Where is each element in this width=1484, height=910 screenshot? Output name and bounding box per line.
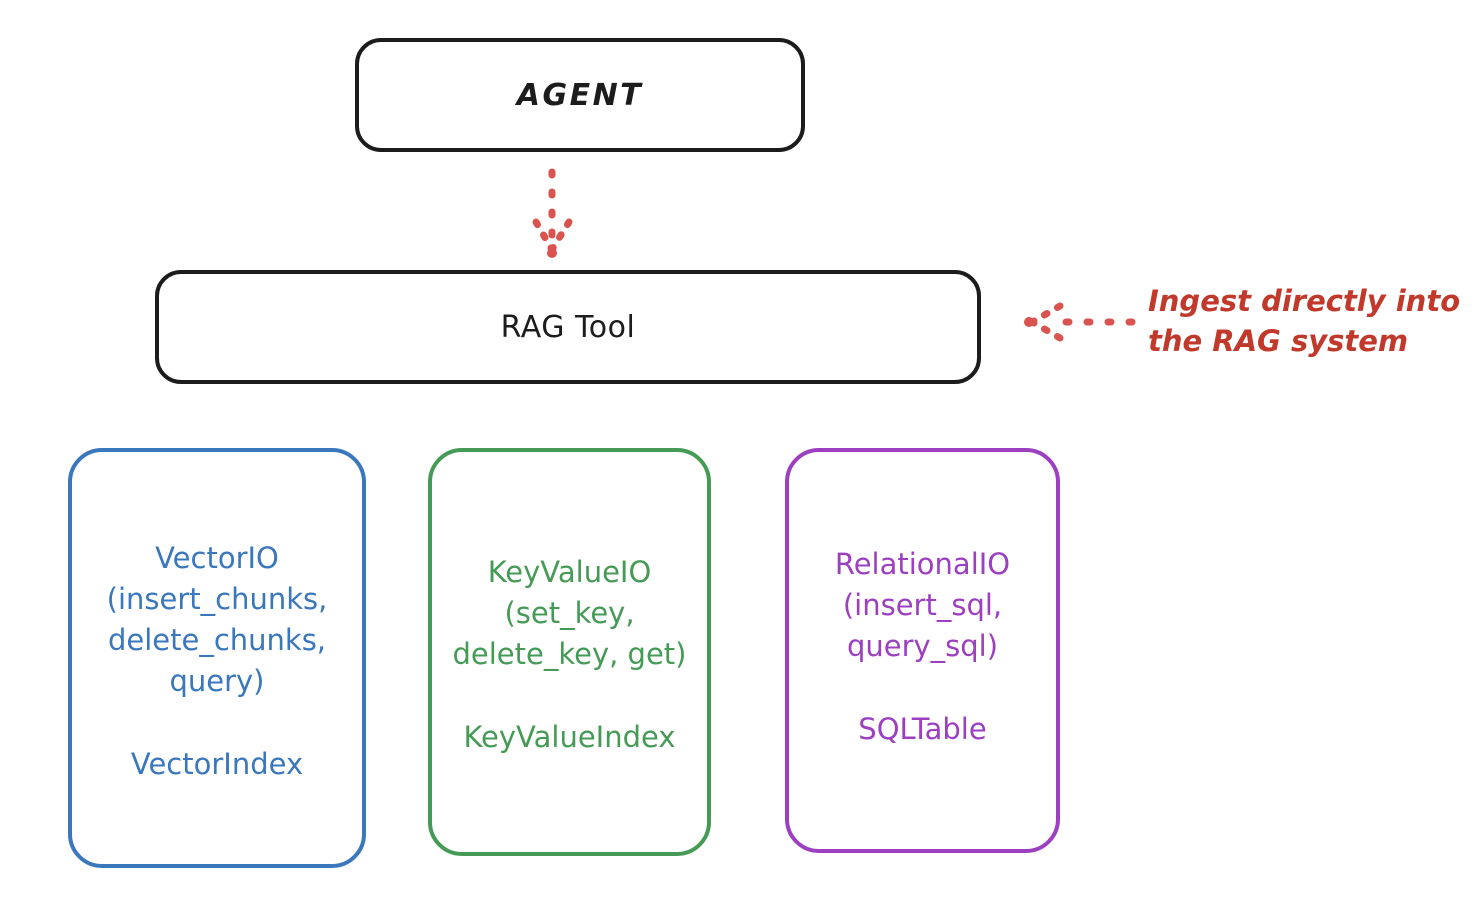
node-vector-io[interactable]: VectorIO (insert_chunks, delete_chunks, … <box>68 448 366 868</box>
node-agent[interactable]: AGENT <box>355 38 805 152</box>
node-relational-io-index-label: SQLTable <box>858 712 987 746</box>
node-relational-io[interactable]: RelationalIO (insert_sql, query_sql) SQL… <box>785 448 1060 853</box>
annotation-ingest: Ingest directly into the RAG system <box>1148 281 1468 361</box>
ingest-to-rag-arrowhead-top <box>1030 302 1064 325</box>
node-relational-io-api-label: RelationalIO (insert_sql, query_sql) <box>834 547 1011 663</box>
node-vector-io-index-label: VectorIndex <box>130 747 304 781</box>
node-keyvalue-io[interactable]: KeyValueIO (set_key, delete_key, get) Ke… <box>428 448 711 856</box>
node-vector-io-api-label: VectorIO (insert_chunks, delete_chunks, … <box>106 541 328 698</box>
annotation-ingest-label: Ingest directly into the RAG system <box>1148 284 1461 358</box>
node-keyvalue-io-api-label: KeyValueIO (set_key, delete_key, get) <box>452 555 687 671</box>
agent-to-rag-arrow-tip <box>547 248 557 258</box>
node-keyvalue-io-index-label: KeyValueIndex <box>463 720 676 754</box>
node-rag-tool[interactable]: RAG Tool <box>155 270 981 384</box>
ingest-to-rag-arrow-tip <box>1024 317 1034 327</box>
agent-to-rag-arrowhead-left <box>532 218 555 252</box>
ingest-to-rag-connector <box>1024 302 1136 342</box>
node-rag-tool-label: RAG Tool <box>500 309 636 345</box>
agent-to-rag-connector <box>532 168 573 258</box>
node-agent-label: AGENT <box>516 77 644 113</box>
agent-to-rag-arrowhead-right <box>549 218 573 252</box>
ingest-to-rag-arrowhead-bottom <box>1030 319 1064 342</box>
